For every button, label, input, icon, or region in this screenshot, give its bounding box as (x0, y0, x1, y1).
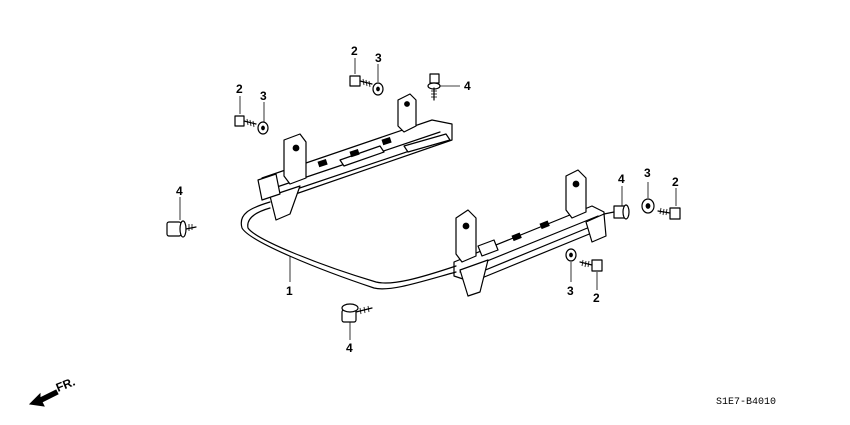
callout-4: 4 (618, 172, 625, 186)
flange-bolt-icon (341, 303, 373, 323)
washer-icon (372, 82, 384, 96)
seat-rail-lower (453, 169, 607, 297)
callout-4: 4 (176, 184, 183, 198)
washer-icon (641, 198, 655, 214)
flange-bolt-icon (603, 204, 630, 220)
diagram-code: S1E7-B4010 (716, 397, 776, 408)
flange-bolt-icon (427, 73, 441, 101)
flange-bolt-icon (166, 220, 197, 238)
seat-rail-upper (257, 93, 453, 221)
callout-2: 2 (593, 291, 600, 305)
callout-3: 3 (260, 89, 267, 103)
callout-3: 3 (375, 51, 382, 65)
front-direction-arrow-icon (28, 389, 59, 407)
washer-icon (257, 121, 269, 135)
callout-2: 2 (351, 44, 358, 58)
bolt-icon (657, 207, 681, 220)
washer-icon (565, 248, 577, 262)
callout-1: 1 (286, 284, 293, 298)
bolt-icon (579, 259, 603, 272)
callout-2: 2 (672, 175, 679, 189)
callout-2: 2 (236, 82, 243, 96)
callout-3: 3 (567, 284, 574, 298)
front-label: FR. (54, 375, 77, 395)
callout-4: 4 (464, 79, 471, 93)
bolt-icon (349, 75, 373, 88)
leader-lines (179, 58, 677, 340)
bolt-icon (234, 115, 257, 128)
callout-4: 4 (346, 341, 353, 355)
connecting-rod (240, 201, 457, 290)
callout-3: 3 (644, 166, 651, 180)
